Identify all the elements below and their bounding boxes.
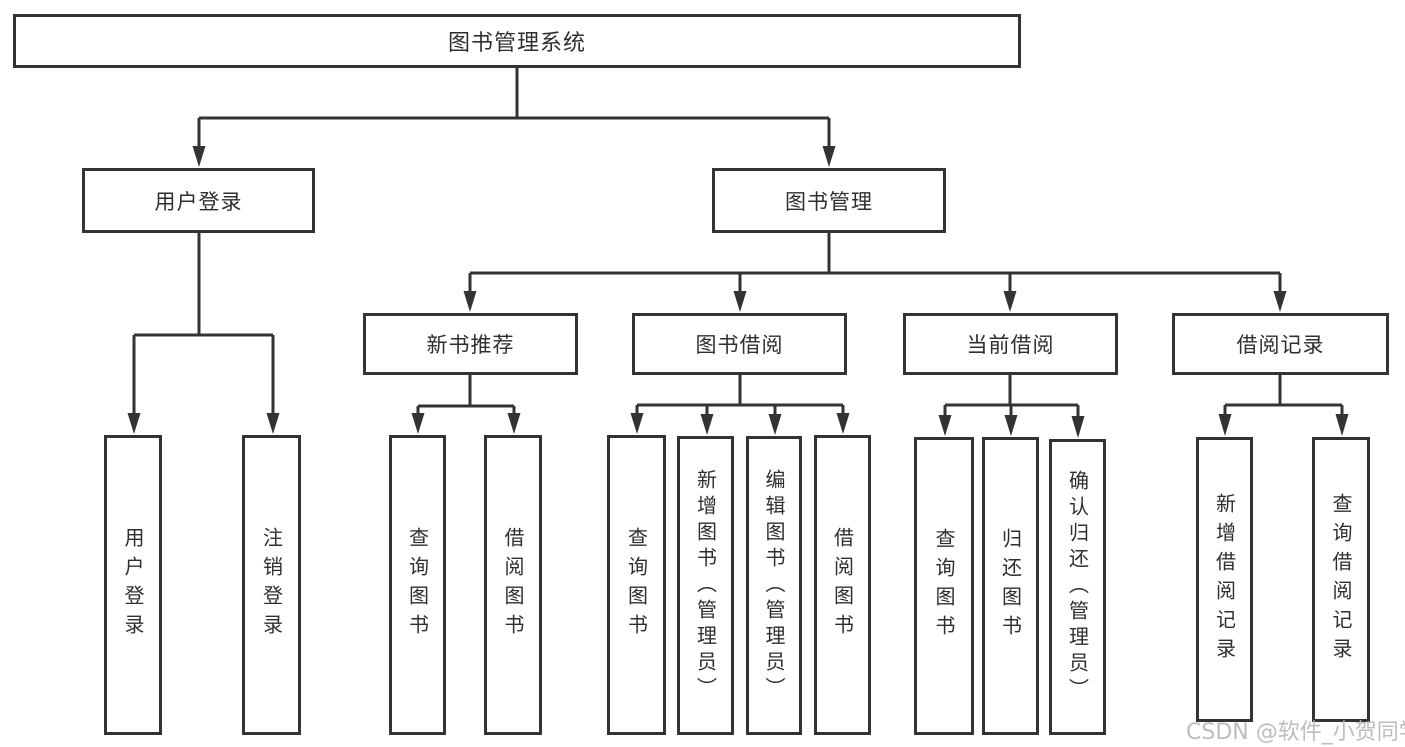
node-leaf-logout-label: 注销登录: [259, 527, 284, 643]
node-leaf-bb-borrow-books-label: 借阅图书: [830, 527, 855, 643]
connector-current-borrow-to-leaves: [938, 374, 1085, 438]
connector-borrow-records-to-leaves: [1218, 374, 1349, 436]
node-leaf-br-add-record: 新增借阅记录: [1196, 437, 1253, 722]
node-leaf-bb-borrow-books: 借阅图书: [814, 435, 871, 735]
node-leaf-cb-query-books-label: 查询图书: [932, 528, 956, 644]
connector-root-to-level2: [192, 68, 836, 167]
connector-user-login-to-leaves: [127, 233, 280, 434]
node-branch-user-login: 用户登录: [82, 168, 315, 233]
node-leaf-cb-return-books-label: 归还图书: [998, 528, 1023, 644]
node-leaf-br-add-record-label: 新增借阅记录: [1212, 492, 1237, 667]
node-leaf-bb-query-books: 查询图书: [607, 435, 666, 735]
csdn-watermark: CSDN @软件_小贺同学: [1186, 720, 1405, 745]
node-branch-borrow-records: 借阅记录: [1172, 313, 1389, 375]
node-leaf-bb-query-books-label: 查询图书: [624, 527, 649, 643]
node-branch-new-book-rec: 新书推荐: [363, 313, 578, 375]
node-leaf-cb-query-books: 查询图书: [914, 437, 974, 735]
node-leaf-nbr-borrow-books-label: 借阅图书: [501, 527, 525, 643]
node-branch-book-mgmt: 图书管理: [712, 168, 946, 233]
node-leaf-br-query-record: 查询借阅记录: [1312, 437, 1370, 722]
node-leaf-cb-return-books: 归还图书: [982, 437, 1039, 735]
connector-book-mgmt-to-level3: [463, 233, 1287, 312]
node-leaf-br-query-record-label: 查询借阅记录: [1329, 492, 1353, 667]
node-leaf-nbr-query-books-label: 查询图书: [405, 527, 430, 643]
node-root-system: 图书管理系统: [13, 14, 1021, 68]
node-leaf-bb-add-books-label: 新增图书（管理员）: [693, 468, 718, 703]
connector-new-book-rec-to-leaves: [411, 374, 521, 434]
node-leaf-bb-edit-books-label: 编辑图书（管理员）: [762, 468, 786, 703]
node-leaf-bb-add-books: 新增图书（管理员）: [677, 436, 734, 735]
node-branch-book-borrow: 图书借阅: [632, 313, 847, 375]
node-leaf-user-login: 用户登录: [104, 435, 162, 735]
node-leaf-bb-edit-books: 编辑图书（管理员）: [746, 436, 802, 735]
connector-book-borrow-to-leaves: [630, 374, 850, 435]
node-leaf-logout: 注销登录: [242, 435, 301, 735]
node-leaf-cb-confirm-return-label: 确认归还（管理员）: [1065, 470, 1090, 704]
node-leaf-user-login-label: 用户登录: [121, 527, 145, 643]
node-leaf-cb-confirm-return: 确认归还（管理员）: [1049, 439, 1106, 735]
node-leaf-nbr-query-books: 查询图书: [389, 435, 446, 735]
node-leaf-nbr-borrow-books: 借阅图书: [484, 435, 542, 735]
node-branch-current-borrow: 当前借阅: [903, 313, 1118, 375]
